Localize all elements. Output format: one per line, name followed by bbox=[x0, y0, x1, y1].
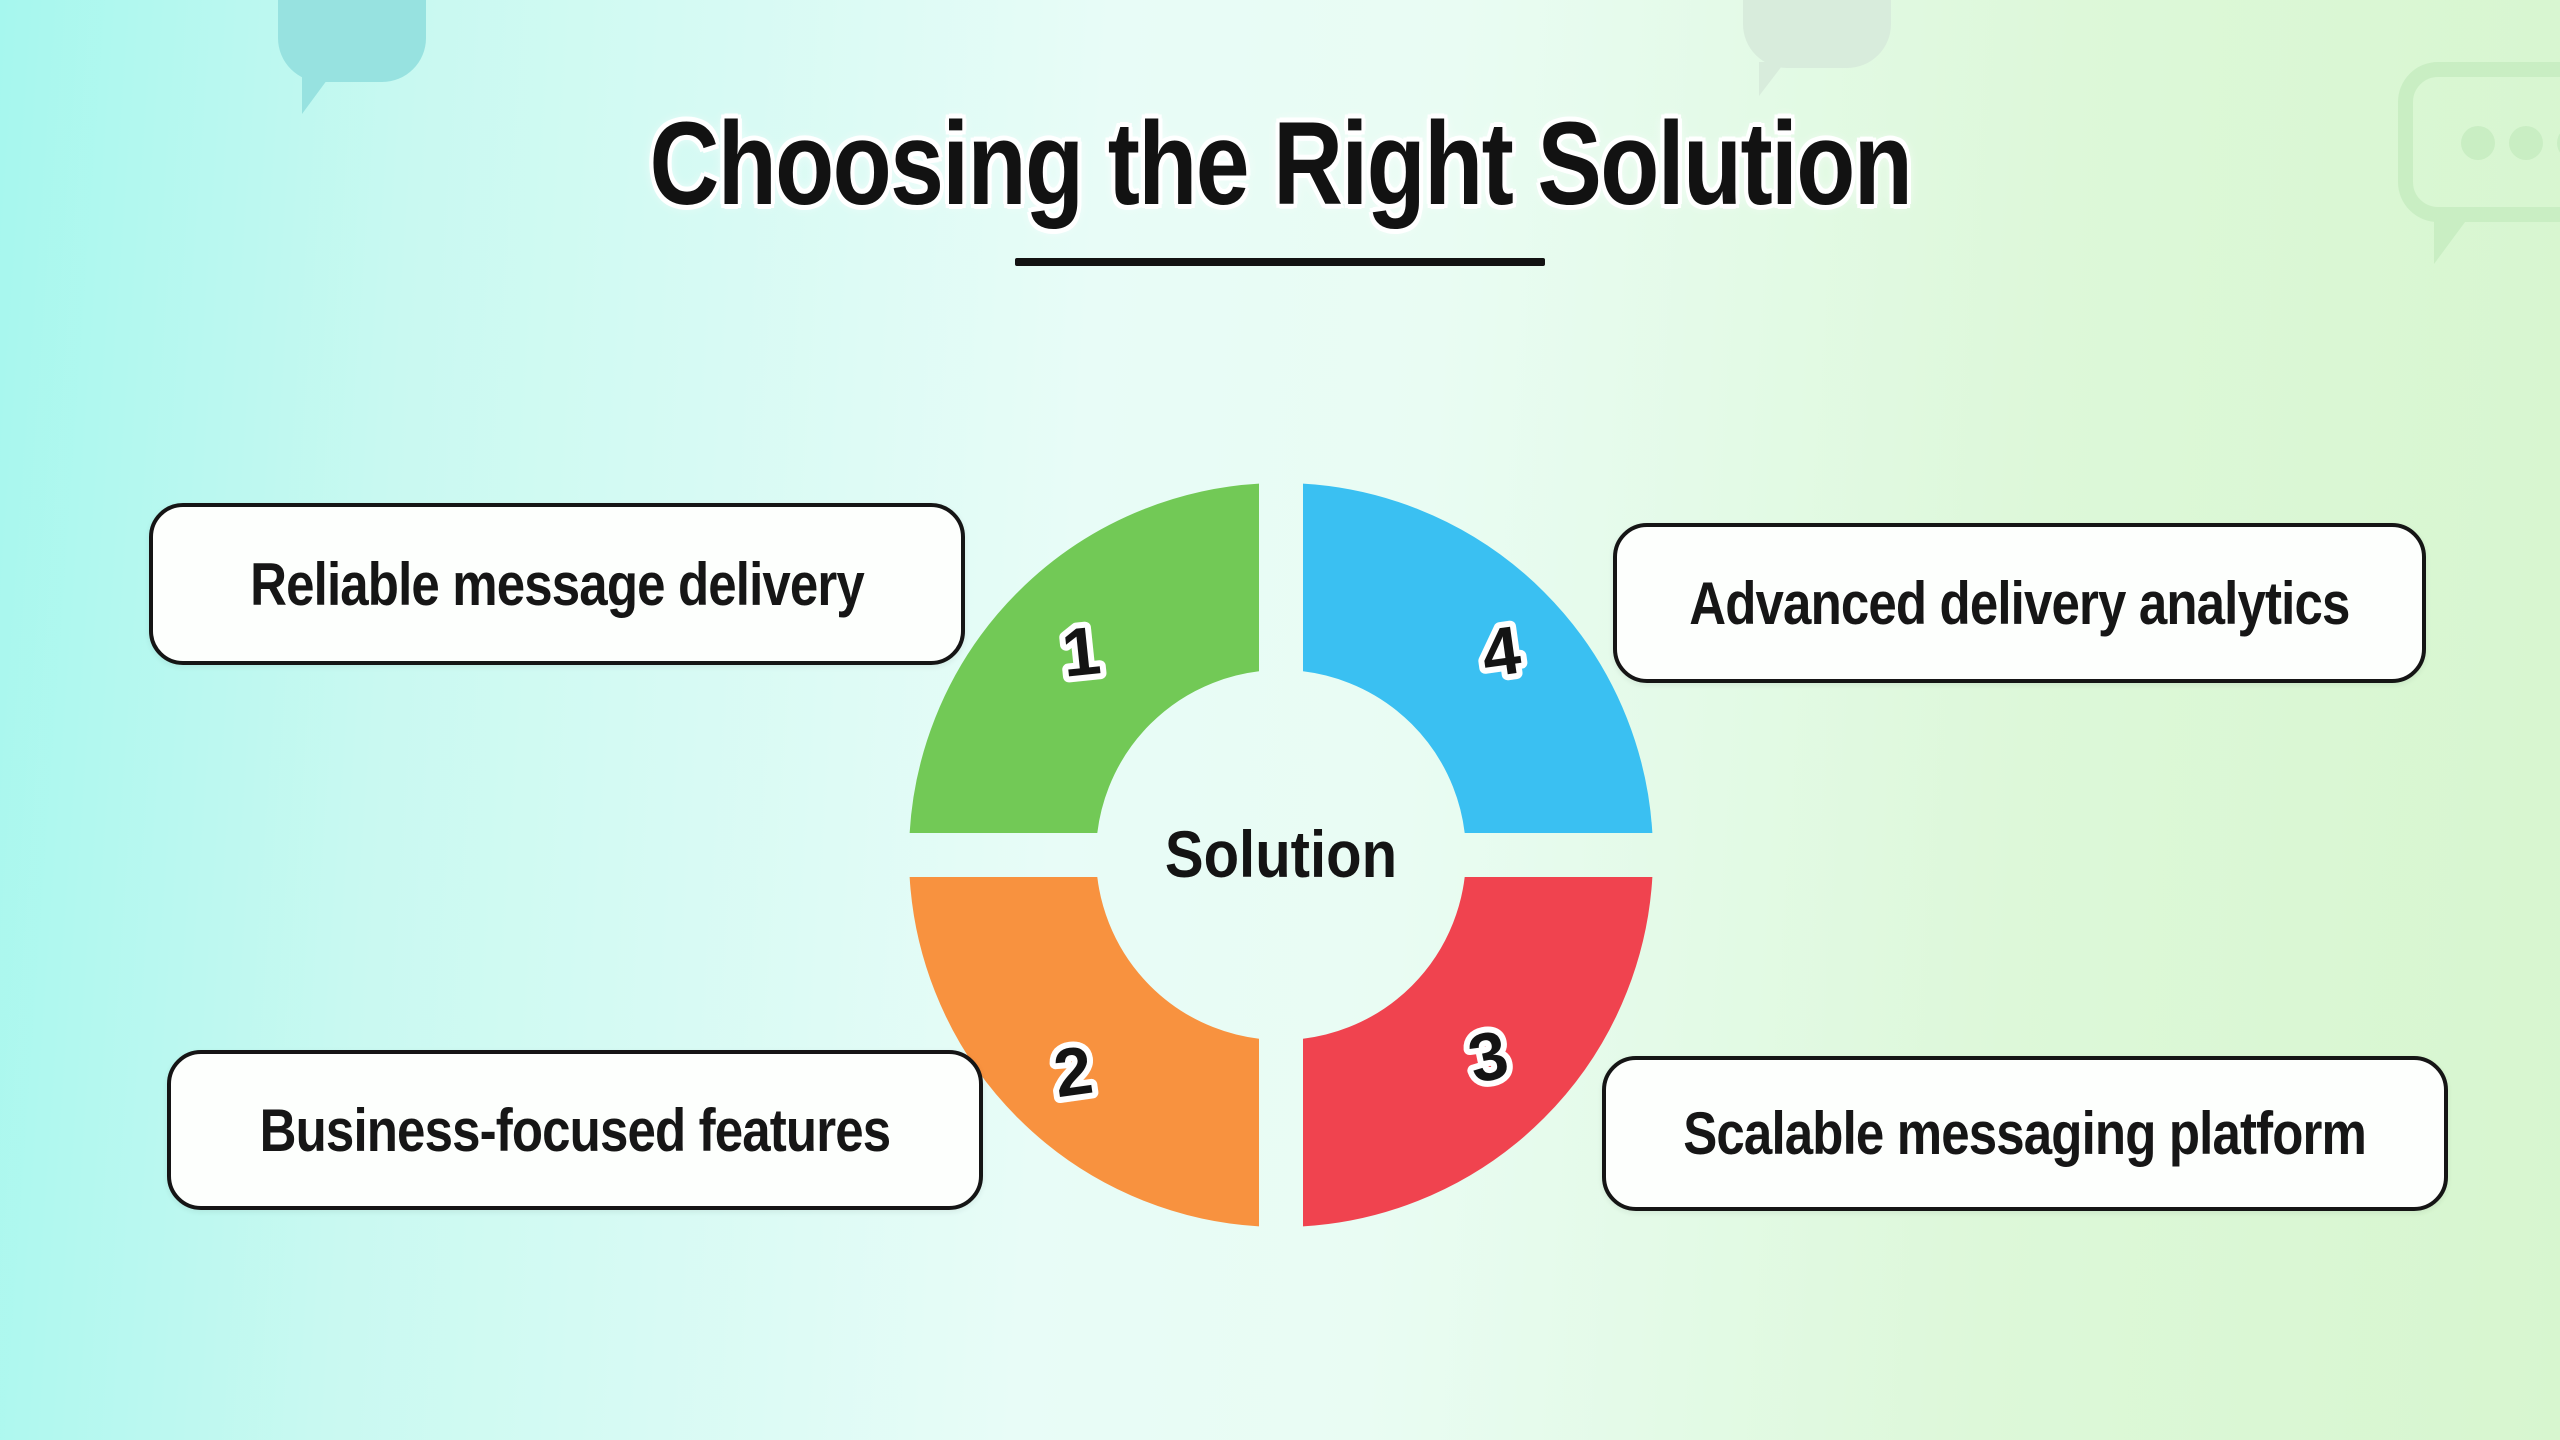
label-box-reliable-message-delivery: Reliable message delivery bbox=[149, 503, 965, 665]
bubble-dot bbox=[2557, 126, 2560, 160]
speech-bubble-tail bbox=[302, 76, 330, 114]
label-box-advanced-delivery-analytics: Advanced delivery analytics bbox=[1613, 523, 2426, 683]
label-text: Advanced delivery analytics bbox=[1689, 569, 2350, 637]
segment-1-number: 1 bbox=[1058, 612, 1104, 692]
speech-bubble-icon bbox=[278, 0, 426, 114]
label-box-scalable-messaging-platform: Scalable messaging platform bbox=[1602, 1056, 2448, 1211]
label-text: Business-focused features bbox=[259, 1096, 891, 1164]
title-underline bbox=[1015, 258, 1545, 266]
speech-bubble-body bbox=[278, 0, 426, 82]
speech-bubble-body bbox=[1743, 0, 1891, 68]
bubble-dot bbox=[2461, 126, 2495, 160]
title-block: Choosing the Right Solution bbox=[0, 96, 2560, 232]
label-text: Scalable messaging platform bbox=[1683, 1100, 2368, 1167]
quadrant-donut-diagram: 1 4 2 3 bbox=[909, 483, 1653, 1227]
speech-bubble-tail bbox=[1759, 62, 1785, 96]
bubble-dot bbox=[2509, 126, 2543, 160]
donut-center-label: Solution bbox=[1164, 817, 1398, 891]
speech-bubble-icon bbox=[1743, 0, 1891, 96]
speech-bubble-outline-icon bbox=[2398, 62, 2560, 222]
label-box-business-focused-features: Business-focused features bbox=[167, 1050, 983, 1210]
speech-bubble-tail bbox=[2434, 218, 2468, 264]
label-text: Reliable message delivery bbox=[250, 550, 865, 618]
page-title: Choosing the Right Solution bbox=[649, 98, 1912, 230]
donut-center: Solution bbox=[1081, 816, 1481, 892]
